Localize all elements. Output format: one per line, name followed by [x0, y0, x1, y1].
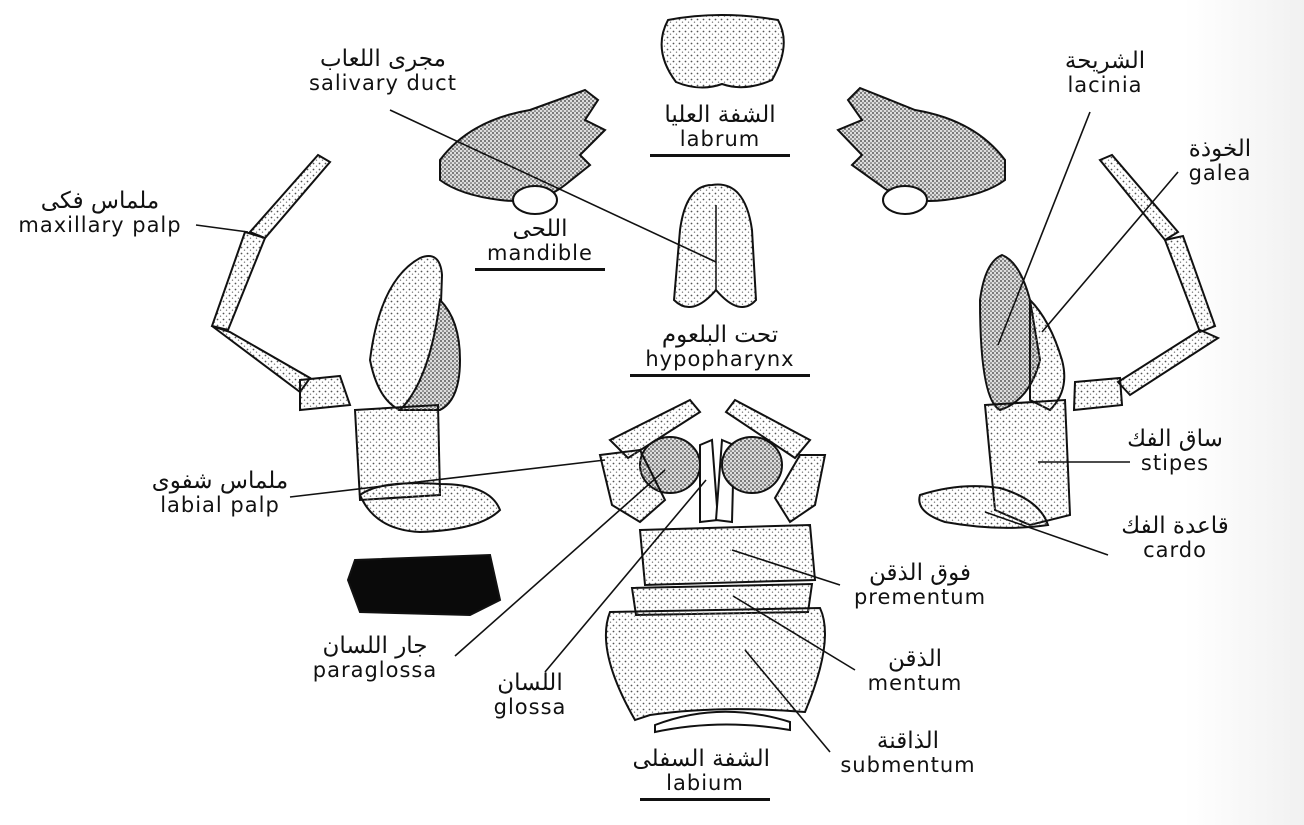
maxillary-palp-right-shape	[1098, 153, 1180, 242]
label-cardo-en: cardo	[1143, 538, 1207, 562]
label-lacinia: الشريحة lacinia	[1050, 50, 1160, 96]
label-mandible-en: mandible	[475, 243, 605, 271]
label-prementum-en: prementum	[853, 585, 987, 609]
label-paraglossa: جار اللسان paraglossa	[300, 635, 450, 681]
label-salivary-duct-en: salivary duct	[309, 71, 457, 95]
leader-maxillary-palp	[195, 224, 249, 233]
leader-prementum	[731, 549, 841, 586]
label-salivary-duct: مجرى اللعاب salivary duct	[298, 48, 468, 94]
mandible-left-shape	[439, 88, 607, 202]
labium-prementum-shape	[638, 523, 817, 587]
labium-submentum-shape	[604, 606, 826, 722]
label-maxillary-palp-ar: ملماس فكى	[40, 188, 160, 214]
label-maxillary-palp-en: maxillary palp	[18, 213, 182, 237]
label-submentum-ar: الذاقنة	[876, 728, 940, 754]
label-prementum-ar: فوق الذقن	[868, 560, 971, 586]
label-cardo: قاعدة الفك cardo	[1105, 515, 1245, 561]
maxilla-right-cardo	[918, 485, 1050, 529]
label-hypopharynx-en: hypopharynx	[630, 349, 810, 377]
label-labial-palp-en: labial palp	[160, 493, 280, 517]
label-labrum-en: labrum	[650, 129, 790, 157]
labrum-shape	[660, 14, 785, 89]
label-glossa-en: glossa	[493, 695, 567, 719]
label-mentum-en: mentum	[867, 671, 963, 695]
maxilla-left-lacinia	[397, 297, 462, 411]
leader-labial-palp	[289, 459, 606, 498]
labium-glossa-left	[699, 438, 720, 524]
label-labial-palp-ar: ملماس شفوى	[151, 468, 289, 494]
label-hypopharynx-ar: تحت البلعوم	[661, 322, 779, 348]
leader-cardo	[984, 511, 1109, 556]
label-galea: الخوذة galea	[1170, 138, 1270, 184]
leader-lines	[195, 109, 1179, 753]
label-galea-ar: الخوذة	[1188, 136, 1252, 162]
label-mentum: الذقن mentum	[855, 648, 975, 694]
leader-paraglossa	[454, 469, 666, 657]
maxillary-palp-left-shape	[248, 153, 332, 240]
label-mentum-ar: الذقن	[888, 646, 942, 672]
label-stipes-en: stipes	[1140, 451, 1210, 475]
hypopharynx-shape	[672, 183, 758, 309]
label-glossa: اللسان glossa	[480, 672, 580, 718]
mandible-right-condyle	[882, 185, 928, 215]
label-prementum: فوق الذقن prementum	[840, 562, 1000, 608]
label-labium-en: labium	[640, 773, 770, 801]
mandible-right-shape	[836, 86, 1006, 202]
label-labium: الشفة السفلى labium	[632, 746, 770, 801]
leader-submentum	[744, 649, 831, 753]
labium-paraglossa-right	[721, 436, 783, 494]
label-lacinia-ar: الشريحة	[1064, 48, 1146, 74]
label-submentum-en: submentum	[840, 753, 976, 777]
label-salivary-duct-ar: مجرى اللعاب	[320, 46, 446, 72]
label-glossa-ar: اللسان	[497, 670, 563, 696]
leader-lacinia	[997, 111, 1091, 346]
label-lacinia-en: lacinia	[1067, 73, 1143, 97]
label-labial-palp: ملماس شفوى labial palp	[150, 470, 290, 516]
label-paraglossa-ar: جار اللسان	[322, 633, 428, 659]
label-stipes-ar: ساق الفك	[1127, 426, 1223, 452]
maxilla-right-galea	[1029, 297, 1066, 412]
label-maxillary-palp: ملماس فكى maxillary palp	[2, 190, 198, 236]
leader-mentum	[732, 595, 856, 671]
label-mandible: اللحى mandible	[475, 218, 605, 271]
leader-salivary-duct	[389, 109, 717, 263]
maxilla-left-cardo	[358, 482, 502, 534]
leader-glossa	[544, 479, 707, 673]
label-hypopharynx: تحت البلعوم hypopharynx	[630, 324, 810, 377]
page-edge-shadow	[1184, 0, 1304, 825]
obscured-blotch	[346, 553, 502, 617]
mandible-left-condyle	[512, 185, 558, 215]
label-stipes: ساق الفك stipes	[1125, 428, 1225, 474]
label-cardo-ar: قاعدة الفك	[1121, 513, 1229, 539]
label-paraglossa-en: paraglossa	[312, 658, 438, 682]
label-mandible-ar: اللحى	[512, 216, 568, 242]
leader-galea	[1041, 171, 1179, 333]
label-submentum: الذاقنة submentum	[828, 730, 988, 776]
label-galea-en: galea	[1188, 161, 1252, 185]
label-labrum: الشفة العليا labrum	[650, 104, 790, 157]
label-labium-ar: الشفة السفلى	[632, 746, 770, 772]
label-labrum-ar: الشفة العليا	[664, 102, 776, 128]
labial-palp-right-shape	[724, 398, 812, 460]
